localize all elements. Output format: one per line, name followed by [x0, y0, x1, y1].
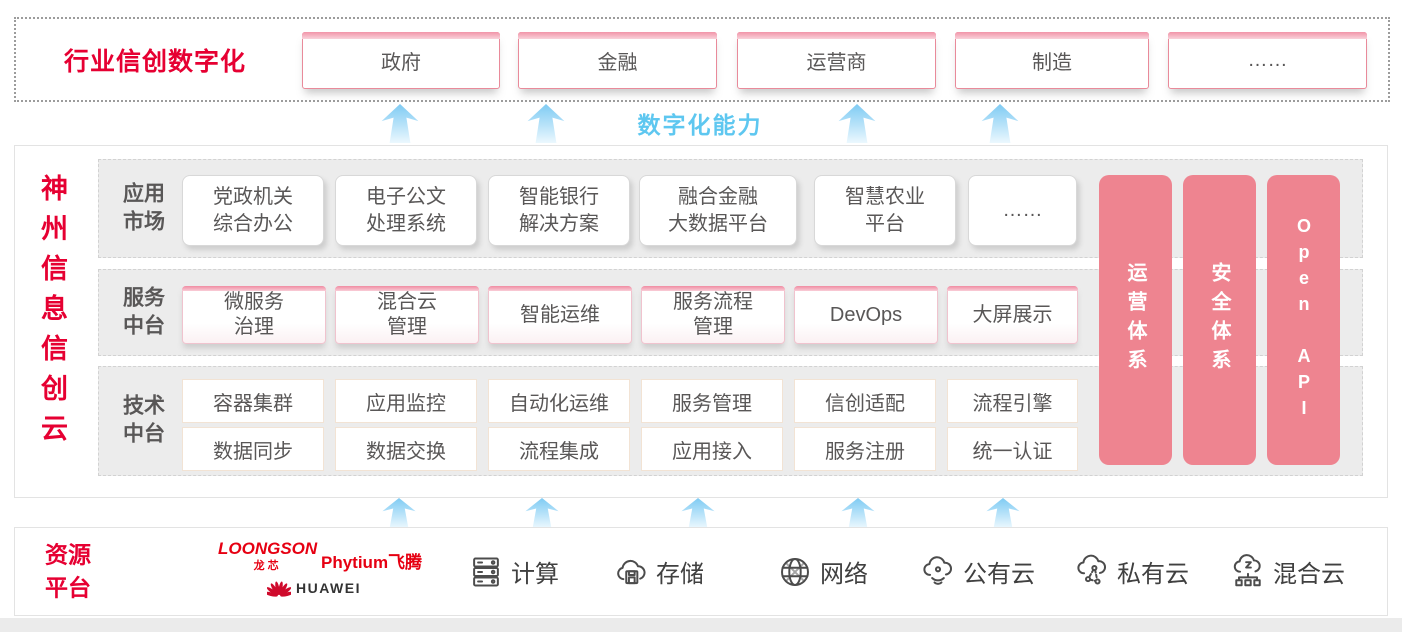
up-arrow-icon — [838, 104, 876, 143]
resource-storage: 存储 — [612, 553, 704, 591]
service-box: 混合云 管理 — [335, 286, 479, 344]
up-arrow-icon — [525, 498, 559, 528]
up-arrow-icon — [986, 498, 1020, 528]
up-arrow-icon — [681, 498, 715, 528]
app-box: 融合金融 大数据平台 — [639, 175, 797, 246]
tech-box: 流程集成 — [488, 427, 630, 471]
platform-box: 神州信息信创云 应用 市场 党政机关 综合办公 电子公文 处理系统 智能银行 解… — [14, 145, 1388, 498]
resource-compute: 计算 — [467, 553, 559, 591]
service-box: 大屏展示 — [947, 286, 1078, 344]
industry-box-finance: 金融 — [518, 32, 717, 89]
resource-label: 计算 — [511, 561, 559, 588]
public-cloud-icon — [919, 553, 957, 591]
network-icon — [776, 553, 814, 591]
up-arrow-icon — [381, 104, 419, 143]
tech-box: 统一认证 — [947, 427, 1078, 471]
phytium-logo: Phytium飞腾 — [321, 553, 423, 572]
pillar-open-api: Open API — [1267, 175, 1340, 465]
band-label-tech: 技术 中台 — [123, 394, 165, 446]
platform-title: 神州信息信创云 — [37, 174, 67, 454]
resource-label: 混合云 — [1273, 561, 1345, 588]
storage-icon — [612, 553, 650, 591]
app-box: 智能银行 解决方案 — [488, 175, 630, 246]
app-box-more: …… — [968, 175, 1077, 246]
resource-label: 私有云 — [1117, 561, 1189, 588]
tech-box: 数据同步 — [182, 427, 324, 471]
pillar-operations-system: 运营体系 — [1099, 175, 1172, 465]
resource-private-cloud: 私有云 — [1073, 553, 1189, 591]
resource-public-cloud: 公有云 — [919, 553, 1035, 591]
loongson-logo: LOONGSON 龙芯 — [218, 539, 317, 573]
private-cloud-icon — [1073, 553, 1111, 591]
loongson-logo-text: LOONGSON — [218, 539, 318, 558]
capability-label: 数字化能力 — [637, 112, 763, 138]
industry-box-government: 政府 — [302, 32, 500, 89]
resource-label: 存储 — [656, 561, 704, 588]
hybrid-cloud-icon — [1229, 553, 1267, 591]
app-box: 电子公文 处理系统 — [335, 175, 477, 246]
up-arrow-icon — [981, 104, 1019, 143]
band-label-app-market: 应用 市场 — [123, 182, 165, 234]
tech-box: 信创适配 — [794, 379, 936, 423]
resource-hybrid-cloud: 混合云 — [1229, 553, 1345, 591]
industry-box-operator: 运营商 — [737, 32, 936, 89]
up-arrow-icon — [382, 498, 416, 528]
industry-box-manufacturing: 制造 — [955, 32, 1149, 89]
tech-box: 应用监控 — [335, 379, 477, 423]
resource-network: 网络 — [776, 553, 868, 591]
resource-platform-box: 资源 平台 LOONGSON 龙芯 Phytium飞腾 — [14, 527, 1388, 616]
industry-banner-title: 行业信创数字化 — [64, 47, 247, 76]
app-box: 党政机关 综合办公 — [182, 175, 324, 246]
band-app-market: 应用 市场 党政机关 综合办公 电子公文 处理系统 智能银行 解决方案 融合金融… — [98, 159, 1363, 258]
huawei-logo: HUAWEI — [267, 578, 361, 598]
up-arrow-icon — [527, 104, 565, 143]
resource-platform-title: 资源 平台 — [45, 541, 91, 601]
tech-box: 服务管理 — [641, 379, 783, 423]
up-arrow-icon — [841, 498, 875, 528]
tech-box: 应用接入 — [641, 427, 783, 471]
service-box: 微服务 治理 — [182, 286, 326, 344]
service-box: 服务流程 管理 — [641, 286, 785, 344]
resource-label: 公有云 — [963, 561, 1035, 588]
tech-box: 自动化运维 — [488, 379, 630, 423]
compute-icon — [467, 553, 505, 591]
tech-box: 数据交换 — [335, 427, 477, 471]
band-tech: 技术 中台 容器集群 应用监控 自动化运维 服务管理 信创适配 流程引擎 数据同… — [98, 366, 1363, 476]
tech-box: 流程引擎 — [947, 379, 1078, 423]
resource-label: 网络 — [820, 561, 868, 588]
loongson-logo-subtext: 龙芯 — [253, 560, 282, 572]
pillar-security-system: 安全体系 — [1183, 175, 1256, 465]
tech-box: 容器集群 — [182, 379, 324, 423]
industry-box-more: …… — [1168, 32, 1367, 89]
app-box: 智慧农业 平台 — [814, 175, 956, 246]
huawei-logo-text: HUAWEI — [296, 580, 361, 596]
band-label-service: 服务 中台 — [123, 286, 165, 338]
service-box: 智能运维 — [488, 286, 632, 344]
tech-box: 服务注册 — [794, 427, 936, 471]
industry-banner: 行业信创数字化 政府 金融 运营商 制造 …… — [14, 17, 1390, 102]
service-box: DevOps — [794, 286, 938, 344]
huawei-flower-icon — [267, 578, 291, 598]
bottom-divider — [0, 618, 1402, 632]
band-service: 服务 中台 微服务 治理 混合云 管理 智能运维 服务流程 管理 DevOps … — [98, 269, 1363, 356]
